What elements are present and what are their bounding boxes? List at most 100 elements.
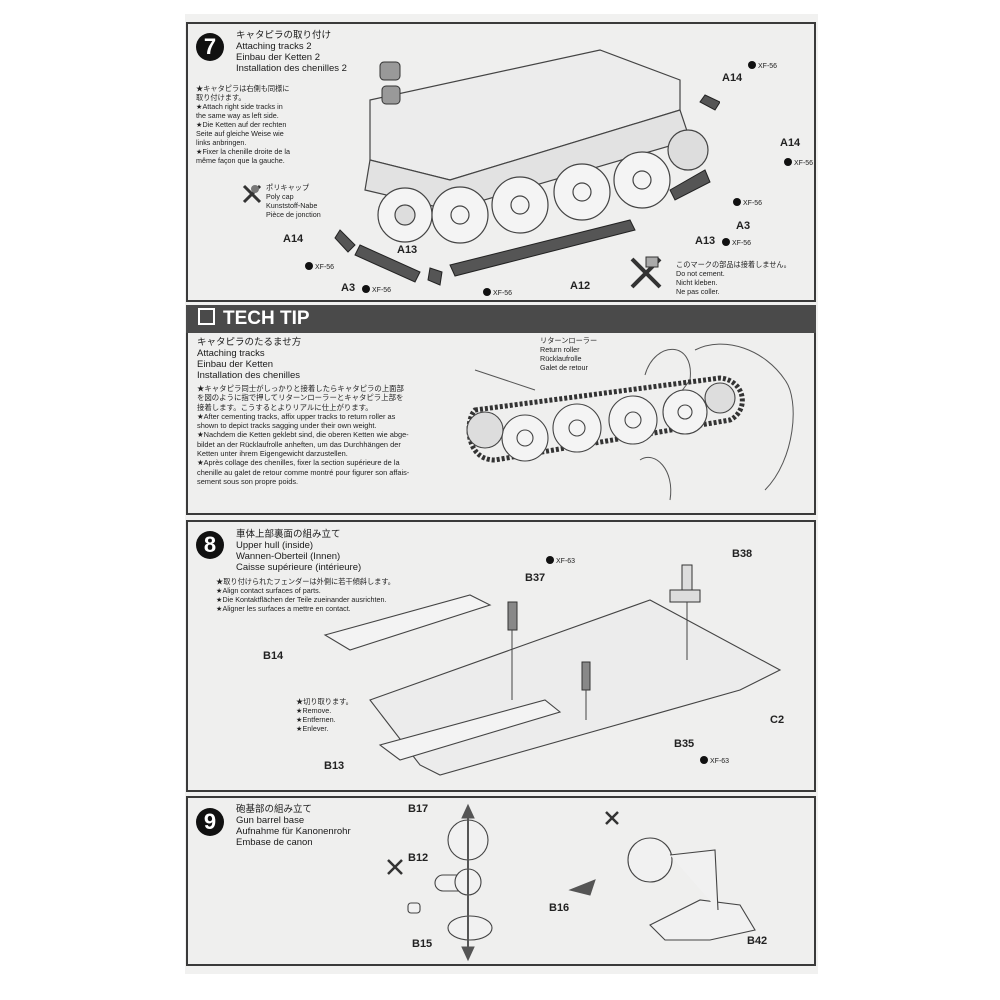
road-wheels (377, 129, 709, 244)
paint-xf56: XF-56 (722, 238, 751, 247)
paint-xf56: XF-56 (784, 158, 813, 167)
note-line: bildet an der Rücklaufrolle anheften, um… (197, 439, 401, 449)
step-7-number: 7 (196, 33, 224, 61)
paint-dot-icon (784, 158, 792, 166)
paint-dot-icon (546, 556, 554, 564)
tech-tip-title-ja: キャタピラのたるませ方 (197, 337, 302, 348)
step-7-title: キャタピラの取り付け Attaching tracks 2 Einbau der… (236, 30, 347, 74)
return-roller-legend: リターンローラー Return roller Rücklaufrolle Gal… (540, 336, 597, 372)
note-line: ★キャタピラ同士がしっかりと接着したらキャタピラの上面部 (197, 384, 404, 393)
note-line: ★Attach right side tracks in (196, 102, 283, 111)
step-8-title-en: Upper hull (inside) (236, 540, 314, 551)
note-line: ★Fixer la chenille droite de la (196, 147, 290, 156)
note-line: ★Die Kontaktflächen der Teile zueinander… (216, 595, 387, 604)
label-b13: B13 (324, 760, 345, 772)
label-b35: B35 (674, 738, 695, 750)
step-8-title-fr: Caisse supérieure (intérieure) (236, 562, 362, 573)
remove-legend: ★切り取ります。 ★Remove. ★Entfernen. ★Enlever. (296, 697, 353, 733)
note-line: ★After cementing tracks, affix upper tra… (197, 411, 396, 421)
label-b15: B15 (412, 938, 433, 950)
step-9-title: 砲基部の組み立て Gun barrel base Aufnahme für Ka… (236, 804, 351, 848)
label-b12: B12 (408, 852, 429, 864)
label-a14-top: A14 (722, 72, 743, 84)
note-line: ★Die Ketten auf der rechten (196, 120, 287, 129)
paint-xf63: XF-63 (700, 756, 729, 765)
note-line: chenille au galet de retour comme montré… (197, 467, 410, 477)
step-9-title-de: Aufnahme für Kanonenrohr (236, 826, 351, 837)
step-8-notes: ★取り付けられたフェンダーは外側に若干傾斜します。 ★Align contact… (216, 577, 395, 613)
step-7-title-fr: Installation des chenilles 2 (236, 63, 347, 74)
hull-body (364, 49, 691, 211)
paint-dot-icon (722, 238, 730, 246)
track-segments (334, 94, 720, 286)
no-cement-en: Do not cement. (676, 269, 725, 278)
label-a3-right: A3 (736, 220, 751, 232)
exploded-parts (407, 819, 493, 941)
label-c2: C2 (770, 714, 785, 726)
tech-tip-header: TECH TIP (186, 305, 816, 333)
tank-hull-track-diagram (334, 49, 720, 286)
polycap-ja: ポリキャップ (266, 183, 310, 192)
tech-tip-notes: ★キャタピラ同士がしっかりと接着したらキャタピラの上面部 を図のように指で押して… (197, 384, 409, 486)
paint-dot-icon (483, 288, 491, 296)
do-not-cement-icon (630, 256, 662, 289)
label-a12: A12 (570, 280, 591, 292)
tech-tip-title-de: Einbau der Ketten (197, 359, 274, 370)
remove-ja: ★切り取ります。 (296, 697, 353, 706)
paint-xf63: XF-63 (546, 556, 575, 565)
step-9-number: 9 (196, 808, 224, 836)
tech-tip-title-en: Attaching tracks (197, 348, 265, 359)
no-cement-fr: Ne pas coller. (676, 287, 720, 296)
step-7-title-en: Attaching tracks 2 (236, 41, 312, 52)
paint-xf56: XF-56 (733, 198, 762, 207)
note-line: 接着します。こうするとよりリアルに仕上がります。 (197, 402, 373, 412)
paint-dot-icon (748, 61, 756, 69)
note-line: même façon que la gauche. (196, 156, 285, 165)
no-cement-de: Nicht kleben. (676, 278, 718, 287)
return-roller-en: Return roller (540, 345, 580, 354)
polycap-legend: ポリキャップ Poly cap Kunststoff-Nabe Pièce de… (266, 183, 321, 219)
polycap-fr: Pièce de jonction (266, 210, 321, 219)
note-line: 取り付けます。 (196, 93, 246, 102)
gun-barrel-base-diagram (387, 803, 756, 962)
no-cement-ja: このマークの部品は接着しません。 (676, 260, 791, 269)
note-line: the same way as left side. (196, 111, 279, 120)
step-8-number: 8 (196, 531, 224, 559)
polycap-de: Kunststoff-Nabe (266, 201, 318, 210)
label-a3-left: A3 (341, 282, 356, 294)
note-line: sement sous son propre poids. (197, 476, 299, 486)
checkbox-square-icon (198, 308, 215, 325)
note-line: ★キャタピラは右側も同様に (196, 84, 290, 93)
remove-fr: ★Enlever. (296, 724, 329, 733)
do-not-cement-legend: このマークの部品は接着しません。 Do not cement. Nicht kl… (676, 260, 791, 296)
label-a13-right: A13 (695, 235, 716, 247)
paint-xf56: XF-56 (305, 262, 334, 271)
paint-dot-icon (362, 285, 370, 293)
note-line: ★Après collage des chenilles, fixer la s… (197, 458, 400, 468)
note-line: shown to depict tracks sagging under the… (197, 421, 377, 431)
step-7-notes: ★キャタピラは右側も同様に 取り付けます。 ★Attach right side… (196, 84, 290, 165)
assembly-arrows (461, 803, 596, 962)
note-line: を図のように指で押してリターンローラーとキャタピラ上部を (197, 393, 404, 403)
note-line: ★Nachdem die Ketten geklebt sind, die ob… (197, 430, 409, 440)
note-line: ★Align contact surfaces of parts. (216, 586, 321, 595)
return-roller-de: Rücklaufrolle (540, 354, 582, 363)
note-line: Seite auf gleiche Weise wie (196, 129, 284, 138)
remove-en: ★Remove. (296, 706, 332, 715)
fender-parts (323, 594, 562, 761)
step-8-title: 車体上部裏面の組み立て Upper hull (inside) Wannen-O… (236, 529, 361, 573)
label-b42: B42 (747, 935, 768, 947)
return-roller-ja: リターンローラー (540, 336, 598, 345)
step-7-title-de: Einbau der Ketten 2 (236, 52, 320, 63)
label-a14-right: A14 (780, 137, 801, 149)
note-line: ★取り付けられたフェンダーは外側に若干傾斜します。 (216, 577, 395, 586)
polycap-markers (387, 811, 619, 875)
paint-xf56: XF-56 (748, 61, 777, 70)
paint-dot-icon (733, 198, 741, 206)
label-b17: B17 (408, 803, 429, 815)
tech-tip-title: キャタピラのたるませ方 Attaching tracks Einbau der … (197, 337, 301, 381)
remove-de: ★Entfernen. (296, 715, 336, 724)
polycaps (379, 61, 401, 105)
label-b37: B37 (525, 572, 546, 584)
note-line: links anbringen. (196, 138, 247, 147)
